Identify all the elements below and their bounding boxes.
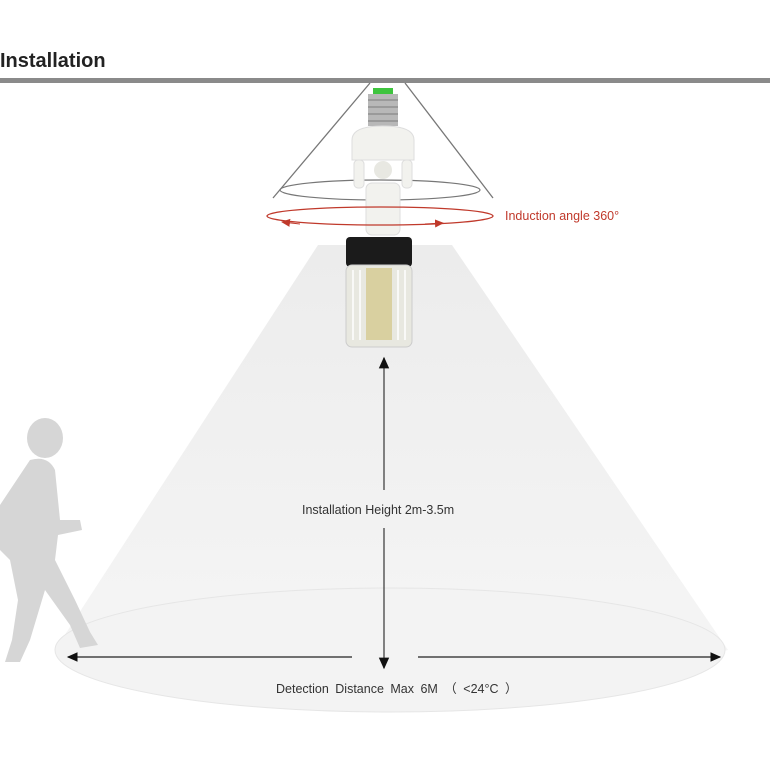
person-silhouette-icon	[0, 418, 98, 662]
sensor-bulb-icon	[345, 88, 415, 348]
header-divider	[0, 78, 770, 83]
light-cone	[55, 245, 728, 695]
floor-ellipse	[54, 587, 726, 713]
section-title: Installation	[0, 50, 106, 72]
installation-height-label: Installation Height 2m-3.5m	[302, 503, 455, 517]
detection-distance-label: Detection Distance Max 6M （ <24°C ）	[276, 682, 518, 696]
induction-ring	[266, 206, 494, 226]
induction-angle-label: Induction angle 360°	[505, 209, 620, 223]
